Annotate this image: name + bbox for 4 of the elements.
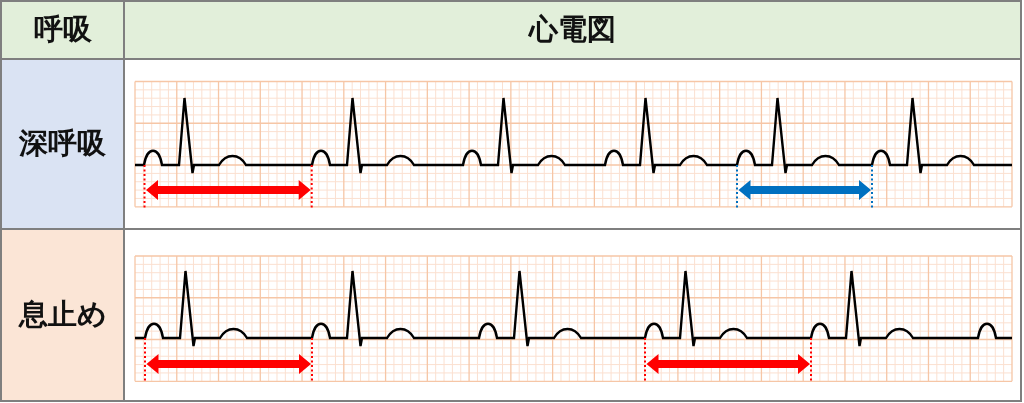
row-heading: 深呼吸 [19,128,106,160]
row-heading: 息止め [18,299,107,331]
column-heading: 呼吸 [33,14,92,46]
column-heading: 心電図 [529,14,616,46]
